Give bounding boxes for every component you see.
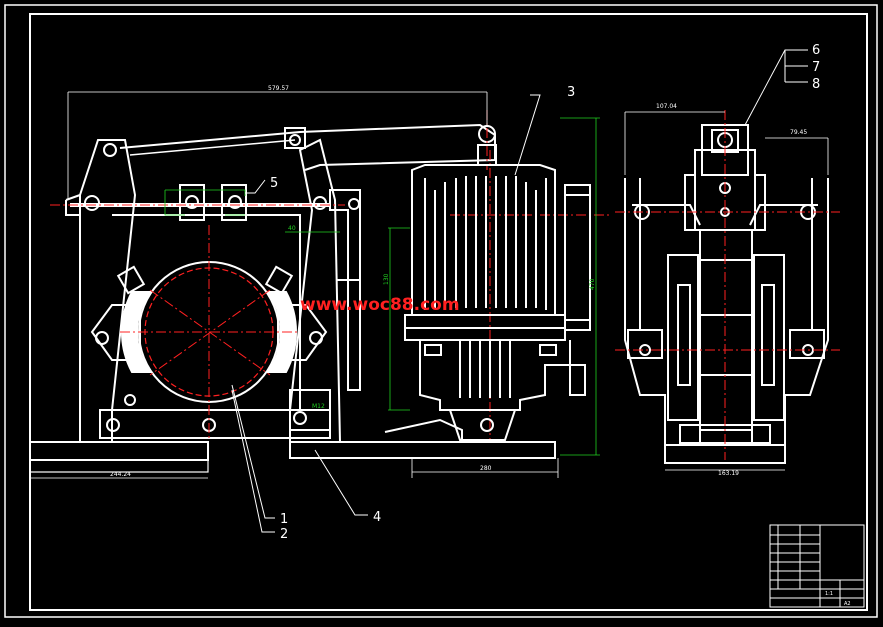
dim-pin: M12 [312, 403, 325, 410]
dim-top-width: 579.57 [268, 85, 289, 92]
callout-8: 8 [812, 77, 820, 92]
title-block [769, 524, 865, 608]
dim-side-base: 163.19 [718, 470, 739, 477]
drawing-frame-inner [29, 13, 868, 611]
title-block-sheet: A2 [844, 601, 851, 607]
callout-1: 1 [280, 512, 288, 527]
green-dimensions [164, 117, 600, 456]
dim-thruster-height: 130 [383, 273, 390, 285]
dim-arm-offset: 40 [288, 225, 296, 232]
callout-2: 2 [280, 527, 288, 542]
front-dimensions [30, 91, 559, 479]
side-dimensions [624, 111, 829, 471]
callout-7: 7 [812, 60, 820, 75]
dim-base-motor: 280 [480, 465, 492, 472]
watermark: www.woc88.com [300, 295, 460, 315]
side-view [624, 124, 829, 464]
thruster-assembly [404, 164, 591, 441]
callout-6: 6 [812, 43, 820, 58]
callout-3: 3 [567, 85, 575, 100]
callout-leaders [231, 49, 808, 533]
callout-5: 5 [270, 176, 278, 191]
side-centerlines [615, 110, 840, 460]
drawing-frame-outer [4, 4, 878, 618]
dim-side-top-right: 79.45 [790, 129, 807, 136]
title-block-scale: 1:1 [825, 591, 833, 597]
dim-side-top-left: 107.04 [656, 103, 677, 110]
dim-base-left: 244.24 [110, 471, 131, 478]
callout-4: 4 [373, 510, 381, 525]
dim-motor-height: 470 [589, 278, 596, 290]
